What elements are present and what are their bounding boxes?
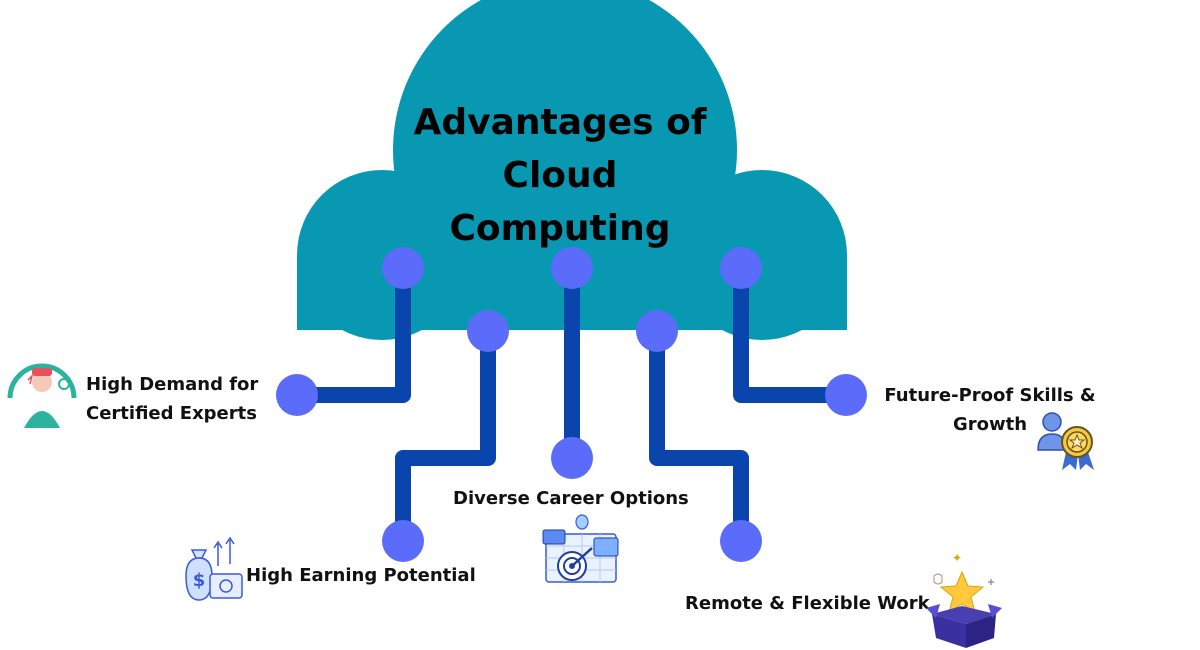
connector-growth	[733, 260, 854, 403]
connector-demand	[289, 260, 411, 403]
node-top-center	[551, 247, 593, 289]
node-mid-right	[636, 310, 678, 352]
expert-person-icon	[7, 363, 77, 428]
label-high-demand: High Demand for Certified Experts	[86, 374, 259, 424]
money-bag-icon: $	[185, 536, 243, 601]
node-top-left	[382, 247, 424, 289]
connector-earning	[395, 323, 496, 549]
node-career	[551, 437, 593, 479]
node-demand	[276, 374, 318, 416]
label-future-proof: Future-Proof Skills & Growth	[884, 385, 1096, 435]
node-top-right	[720, 247, 762, 289]
node-growth	[825, 374, 867, 416]
label-diverse-career: Diverse Career Options	[453, 488, 689, 509]
career-target-icon	[542, 514, 619, 583]
award-badge-person-icon	[1037, 412, 1094, 470]
diagram-title: Advantages of Cloud Computing	[413, 102, 707, 249]
node-remote	[720, 520, 762, 562]
label-high-earning: High Earning Potential	[246, 565, 476, 586]
svg-text:$: $	[193, 570, 206, 591]
connector-remote	[649, 323, 749, 549]
node-earning	[382, 520, 424, 562]
label-remote-flexible: Remote & Flexible Work	[685, 593, 930, 614]
gift-box-star-icon: ✦	[926, 552, 1002, 648]
svg-text:✦: ✦	[952, 552, 962, 565]
node-mid-left	[467, 310, 509, 352]
